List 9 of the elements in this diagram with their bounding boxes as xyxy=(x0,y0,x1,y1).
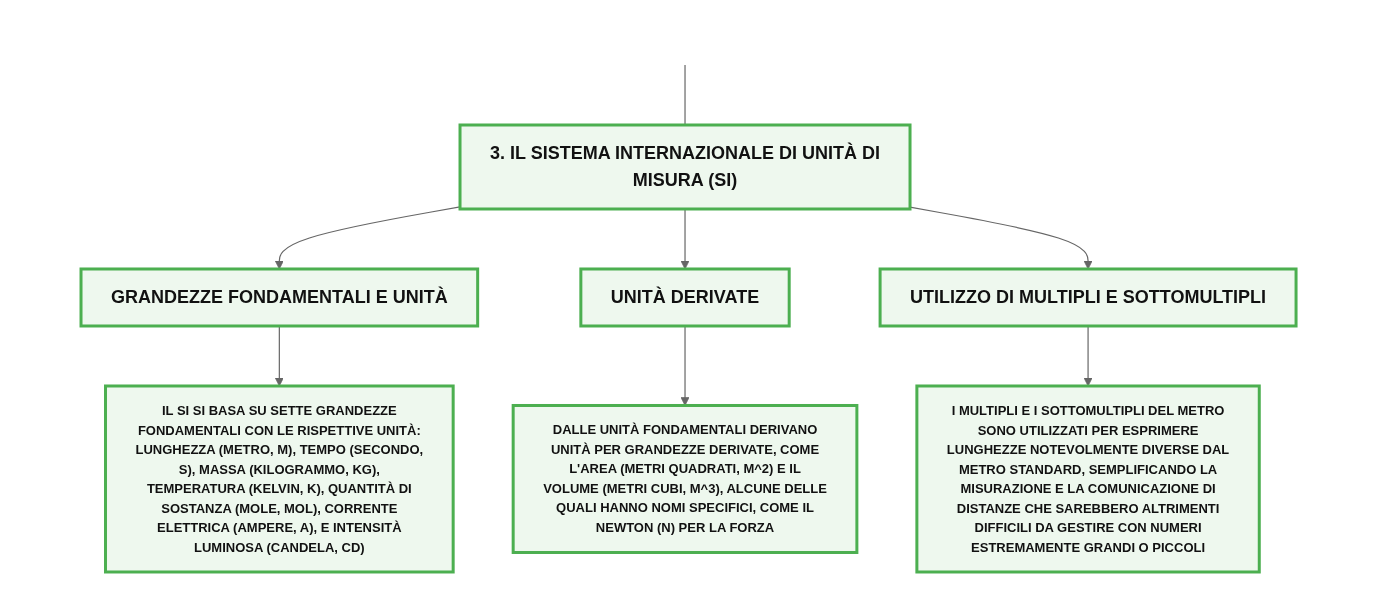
node-box: 3. IL SISTEMA INTERNAZIONALE DI UNITÀ DI MISURA (SI) xyxy=(459,123,912,210)
node-box: UNITÀ DERIVATE xyxy=(579,267,792,327)
node-box: UTILIZZO DI MULTIPLI E SOTTOMULTIPLI xyxy=(879,267,1298,327)
arrow xyxy=(275,205,462,269)
node-box: I MULTIPLI E I SOTTOMULTIPLI DEL METRO SONO UTILIZZATI PER ESPRIMERE LUNGHEZZE NOTEVOLMENTE DIVERSE DAL METRO STANDARD, SEMPLIFICANDO LA MISURAZIONE E LA COMUNICAZIONE DI DISTANZE CHE SAREBBERO ALTRIMENTI DIFFICILI DA GESTIRE CON NUMERI ESTREMAMENTE GRANDI O PICCOLI xyxy=(915,384,1262,573)
arrow xyxy=(909,206,1093,269)
node-box: GRANDEZZE FONDAMENTALI E UNITÀ xyxy=(80,267,480,327)
node-box: DALLE UNITÀ FONDAMENTALI DERIVANO UNITÀ PER GRANDEZZE DERIVATE, COME L'AREA (METRI QUADRATI, M^2) E IL VOLUME (METRI CUBI, M^3), ALCUNE DELLE QUALI HANNO NOMI SPECIFICI, COME IL NEWTON (N) PER LA FORZA xyxy=(512,403,859,554)
node-box: IL SI SI BASA SU SETTE GRANDEZZE FONDAMENTALI CON LE RISPETTIVE UNITÀ: LUNGHEZZA (METRO, M), TEMPO (SECONDO, S), MASSA (KILOGRAMMO, KG), TEMPERATURA (KELVIN, K), QUANTITÀ DI SOSTANZA (MOLE, MOL), CORRENTE ELETTRICA (AMPERE, A), E INTENSITÀ LUMINOSA (CANDELA, CD) xyxy=(104,384,456,573)
